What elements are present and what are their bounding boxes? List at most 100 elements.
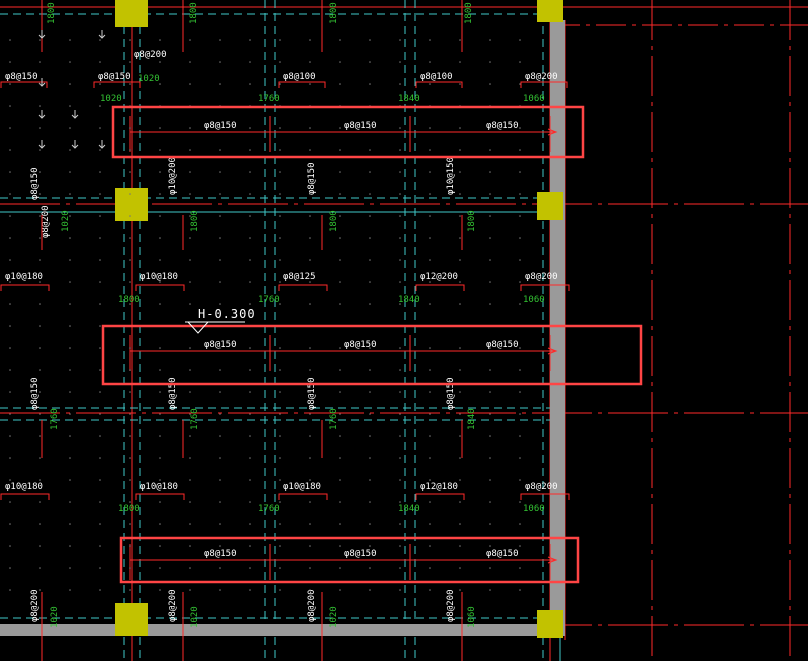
rebar-label: φ8@150 [98,72,131,82]
rebar-label: φ8@200 [525,482,558,492]
slab-dot [429,501,431,503]
rebar-hook [135,284,185,291]
slab-dot [279,369,281,371]
dimension-text: 1020 [100,94,122,104]
slab-dot [309,171,311,173]
slab-dot [99,215,101,217]
slab-dot [339,193,341,195]
slab-dot [309,391,311,393]
dimension-text: 1800 [467,210,477,232]
dimension-text: 1060 [523,295,545,305]
slab-dot [399,303,401,305]
slab-dot [69,193,71,195]
slab-dot [429,347,431,349]
slab-dot [489,545,491,547]
rebar-label: φ8@200 [446,589,456,622]
slab-dot [69,61,71,63]
slab-dot [189,215,191,217]
slab-dot [39,259,41,261]
slab-dot [399,391,401,393]
slab-dot [159,501,161,503]
slab-dot [429,369,431,371]
slab-dot [339,413,341,415]
slab-dot [369,281,371,283]
slab-dot [189,501,191,503]
slab-dot [309,281,311,283]
slab-dot [459,149,461,151]
slab-dot [339,303,341,305]
slab-dot [339,479,341,481]
slab-dot [159,259,161,261]
slab-dot [99,105,101,107]
slab-dot [429,391,431,393]
slab-dot [399,149,401,151]
slab-dot [189,523,191,525]
slab-dot [99,127,101,129]
slab-dot [459,303,461,305]
slab-dot [279,171,281,173]
slab-dot [399,83,401,85]
dimension-text: 1020 [138,74,160,84]
slab-dot [9,127,11,129]
slab-dot [99,259,101,261]
slab-dot [369,61,371,63]
slab-dot [249,39,251,41]
slab-dot [459,457,461,459]
slab-dot [9,149,11,151]
slab-dot [9,501,11,503]
slab-dot [309,479,311,481]
slab-dot [519,39,521,41]
rebar-label: φ12@180 [420,482,458,492]
rebar-label: φ8@150 [204,549,237,559]
rebar-label: φ8@150 [344,340,377,350]
dimension-text: 1800 [329,210,339,232]
slab-dot [429,457,431,459]
slab-dot [279,435,281,437]
highlight-box[interactable] [101,324,643,386]
slab-dot [69,303,71,305]
direction-arrow [38,30,46,39]
slab-dot [9,545,11,547]
slab-dot [519,259,521,261]
slab-dot [39,105,41,107]
dimension-text: 1060 [467,606,477,628]
rebar-label: φ8@150 [168,377,178,410]
slab-dot [459,413,461,415]
slab-dot [249,457,251,459]
rebar-label: φ8@200 [307,589,317,622]
slab-dot [399,193,401,195]
slab-dot [399,259,401,261]
highlight-box[interactable] [111,105,585,159]
dimension-text: 1760 [190,408,200,430]
slab-dot [39,523,41,525]
slab-dot [159,589,161,591]
direction-arrow [38,140,46,149]
slab-dot [129,501,131,503]
column [537,610,563,638]
slab-dot [399,171,401,173]
slab-dot [69,479,71,481]
direction-arrow [38,110,46,119]
rebar-label: φ8@150 [486,549,519,559]
slab-dot [9,105,11,107]
rebar-label: φ8@150 [344,549,377,559]
slab-dot [219,237,221,239]
slab-dot [399,545,401,547]
slab-dot [519,237,521,239]
slab-dot [129,523,131,525]
highlight-box[interactable] [119,536,580,584]
slab-dot [369,501,371,503]
slab-dot [99,391,101,393]
slab-dot [159,61,161,63]
rebar-hook [415,284,465,291]
slab-dot [9,589,11,591]
slab-dot [399,127,401,129]
dimension-text: 1060 [523,504,545,514]
slab-dot [189,545,191,547]
slab-dot [459,589,461,591]
slab-dot [489,589,491,591]
slab-dot [39,325,41,327]
